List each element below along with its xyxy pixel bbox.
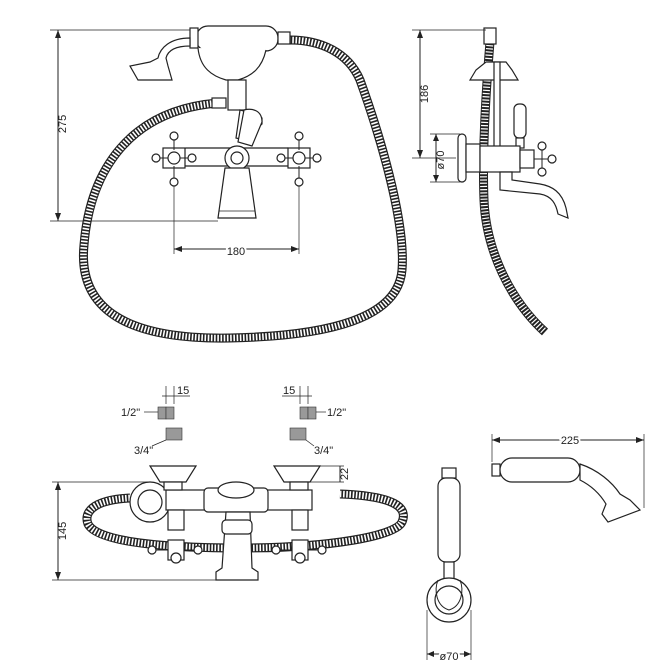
holder-handset [437, 477, 461, 563]
dim-flange-diameter: ø70 [430, 133, 460, 183]
plan-left-offset-label: 15 [177, 385, 189, 397]
handset-head [579, 463, 642, 523]
plan-center-boss [217, 481, 255, 499]
front-diverter-handle [237, 108, 263, 147]
side-body [479, 145, 521, 173]
front-cradle-stem [227, 79, 247, 111]
holder-top-nut [441, 467, 457, 479]
side-flange-collar [465, 143, 481, 173]
side-cross-handle [519, 141, 557, 177]
handset-grip [499, 457, 581, 483]
side-shower-hose [478, 41, 549, 336]
side-lever [513, 103, 527, 139]
front-left-cross-handle [151, 131, 197, 187]
plan-left-valve [167, 509, 185, 531]
dim-180-label: 180 [227, 246, 245, 258]
plan-right-handle [271, 539, 327, 564]
plan-right-valve [291, 509, 309, 531]
handset-hose-nut [491, 463, 501, 477]
plan-right-offset-label: 15 [283, 385, 295, 397]
plan-view: 15 1/2" 3/4" 15 1/2" 3/4" 22 [52, 385, 408, 581]
plan-right-inlet-fitting: 15 1/2" 3/4" [282, 385, 346, 457]
front-view: 275 180 [50, 25, 407, 343]
plan-left-collar [148, 465, 198, 483]
side-view: 186 ø70 [412, 27, 569, 336]
dim-145: 145 [52, 481, 216, 581]
dim-275-label: 275 [57, 115, 69, 133]
front-shower-hose [78, 35, 407, 343]
front-spout [217, 167, 257, 219]
plan-left-inlet-fitting: 15 1/2" 3/4" [121, 385, 190, 457]
side-wall-flange [457, 133, 467, 183]
dim-145-label: 145 [57, 522, 69, 540]
front-diverter-nut [211, 97, 227, 109]
handset-view: 225 [491, 433, 645, 523]
dim-225: 225 [491, 433, 645, 508]
dim-186-label: 186 [419, 85, 431, 103]
holder-view: ø70 [426, 467, 472, 665]
front-handset [129, 25, 291, 81]
plan-right-collar [272, 465, 322, 483]
dim-22: 22 [310, 465, 351, 483]
dim-holder-diameter: ø70 [426, 610, 472, 665]
plan-left-handle [147, 539, 203, 564]
dim-22-label: 22 [339, 468, 351, 480]
dim-186: 186 [412, 29, 486, 159]
plan-right-thread-top: 1/2" [327, 407, 346, 419]
dim-180: 180 [173, 186, 300, 260]
holder-flange-inner [434, 585, 464, 615]
side-spout [499, 171, 569, 219]
front-right-cross-handle [276, 131, 322, 187]
plan-left-thread-top: 1/2" [121, 407, 140, 419]
dim-flange-diameter-label: ø70 [435, 151, 447, 170]
plan-right-thread-bottom: 3/4" [314, 445, 333, 457]
dim-275: 275 [50, 29, 218, 222]
side-hose-nut [483, 27, 497, 45]
plan-left-thread-bottom: 3/4" [134, 445, 153, 457]
dim-225-label: 225 [561, 435, 579, 447]
dim-holder-diameter-label: ø70 [440, 651, 459, 663]
plan-flange-inner [137, 489, 163, 515]
